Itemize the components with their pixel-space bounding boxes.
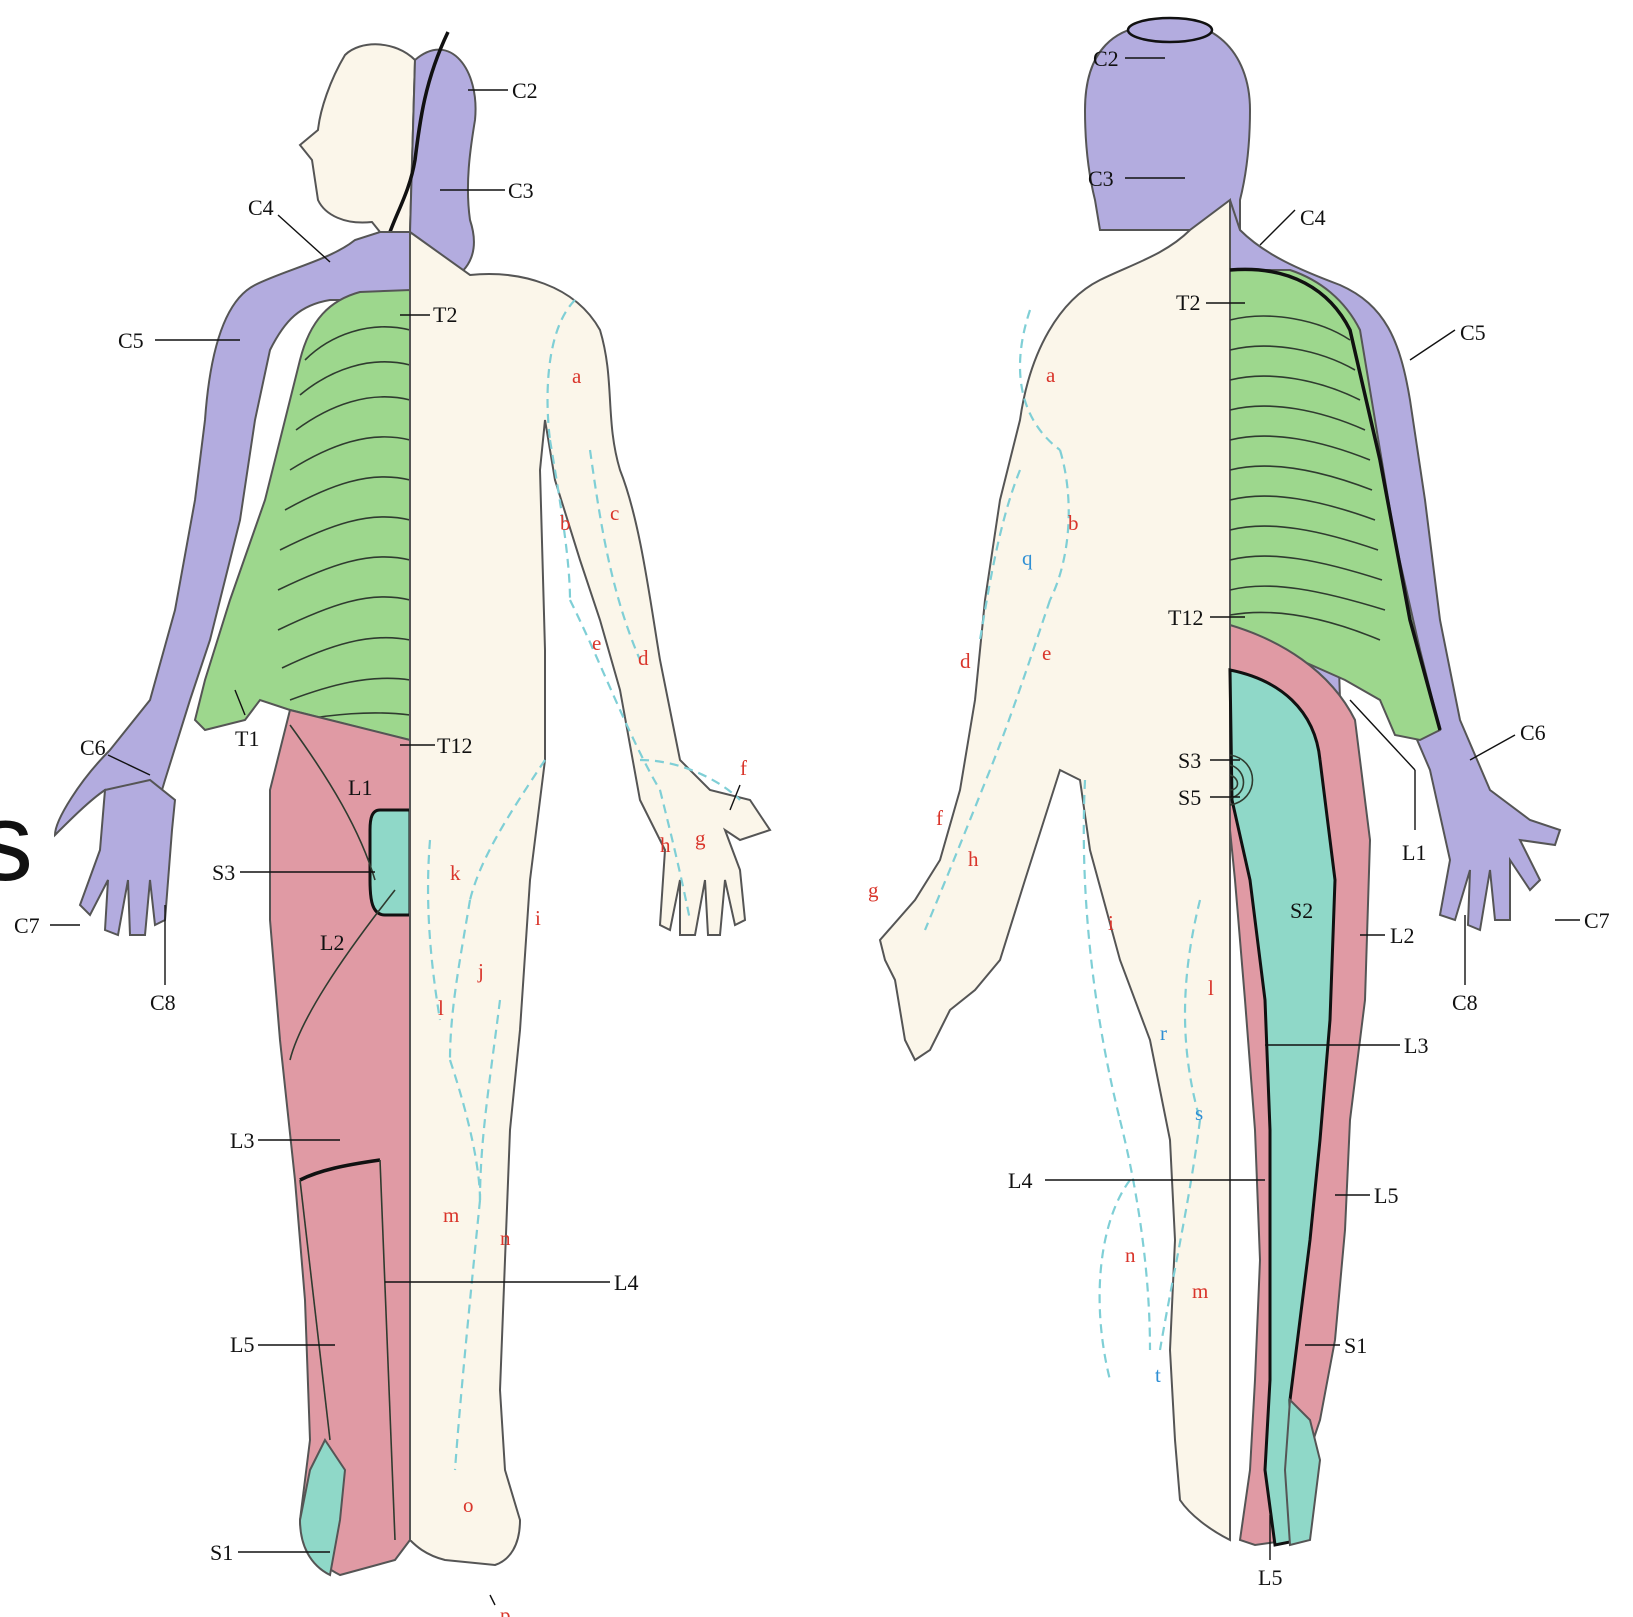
front-letter-c: c: [610, 501, 619, 525]
back-label-l5-foot: L5: [1258, 1565, 1282, 1590]
back-letter-e: e: [1042, 641, 1051, 665]
back-letter-i: i: [1108, 911, 1114, 935]
back-label-l4: L4: [1008, 1168, 1032, 1193]
front-letter-h: h: [660, 833, 671, 857]
back-label-l1: L1: [1402, 840, 1426, 865]
back-letter-q: q: [1022, 546, 1033, 570]
front-letter-i: i: [535, 906, 541, 930]
back-label-c3: C3: [1088, 166, 1114, 191]
front-label-c4: C4: [248, 195, 274, 220]
front-letter-j: j: [477, 959, 484, 983]
back-label-c7: C7: [1584, 908, 1610, 933]
front-label-l4: L4: [614, 1270, 638, 1295]
front-letter-n: n: [500, 1226, 511, 1250]
front-label-s3: S3: [212, 860, 235, 885]
back-label-t12: T12: [1168, 605, 1203, 630]
back-left-body-skin: [880, 200, 1230, 1540]
back-letter-n: n: [1125, 1243, 1136, 1267]
front-label-t2: T2: [433, 302, 457, 327]
back-label-s2: S2: [1290, 898, 1313, 923]
back-letter-b: b: [1068, 511, 1079, 535]
front-label-c5: C5: [118, 328, 144, 353]
front-label-c8: C8: [150, 990, 176, 1015]
front-label-l1: L1: [348, 775, 372, 800]
front-letter-o: o: [463, 1493, 474, 1517]
back-label-s3: S3: [1178, 748, 1201, 773]
front-letter-k: k: [450, 861, 461, 885]
back-label-c4: C4: [1300, 205, 1326, 230]
front-figure: C2 C3 C4 C5 T2 T1 T12 C6 C7 C8 L1 S3 L2 …: [14, 32, 770, 1617]
back-label-c5: C5: [1460, 320, 1486, 345]
front-letter-a: a: [572, 364, 582, 388]
back-letter-d: d: [960, 649, 971, 673]
front-s3-region: [370, 810, 410, 915]
front-label-c6: C6: [80, 735, 106, 760]
back-head-crown: [1128, 18, 1212, 42]
front-label-t1: T1: [235, 726, 259, 751]
front-letter-g: g: [695, 826, 706, 850]
back-label-s1: S1: [1344, 1333, 1367, 1358]
front-letter-e: e: [592, 631, 601, 655]
front-label-c7: C7: [14, 913, 40, 938]
front-letter-m: m: [443, 1203, 459, 1227]
back-label-l2: L2: [1390, 923, 1414, 948]
front-letter-f: f: [740, 756, 747, 780]
back-letter-a: a: [1046, 363, 1056, 387]
back-label-c2: C2: [1093, 46, 1119, 71]
back-letter-s: s: [1195, 1101, 1203, 1125]
front-letter-p: p: [500, 1603, 511, 1617]
front-letter-b: b: [560, 511, 571, 535]
front-head-skin: [300, 44, 415, 232]
front-letter-d: d: [638, 646, 649, 670]
front-label-c3: C3: [508, 178, 534, 203]
back-label-c6: C6: [1520, 720, 1546, 745]
front-letter-l: l: [438, 996, 444, 1020]
partial-text: s: [0, 781, 33, 904]
back-letter-m: m: [1192, 1279, 1208, 1303]
back-label-s5: S5: [1178, 785, 1201, 810]
front-label-l3: L3: [230, 1128, 254, 1153]
back-letter-l: l: [1208, 976, 1214, 1000]
back-label-t2: T2: [1176, 290, 1200, 315]
back-letter-h: h: [968, 847, 979, 871]
back-letter-g: g: [868, 878, 879, 902]
front-label-l2: L2: [320, 930, 344, 955]
front-label-s1: S1: [210, 1540, 233, 1565]
back-label-l5: L5: [1374, 1183, 1398, 1208]
front-label-l5: L5: [230, 1332, 254, 1357]
back-letter-f: f: [936, 806, 943, 830]
back-figure: C2 C3 C4 C5 T2 T12 S3 S5 C6 L1 S2 L2 C7 …: [868, 18, 1610, 1590]
back-label-c8: C8: [1452, 990, 1478, 1015]
front-left-hand: [80, 780, 175, 935]
back-letter-t: t: [1155, 1363, 1161, 1387]
back-letter-r: r: [1160, 1021, 1167, 1045]
back-label-l3: L3: [1404, 1033, 1428, 1058]
front-label-t12: T12: [437, 733, 472, 758]
front-label-c2: C2: [512, 78, 538, 103]
